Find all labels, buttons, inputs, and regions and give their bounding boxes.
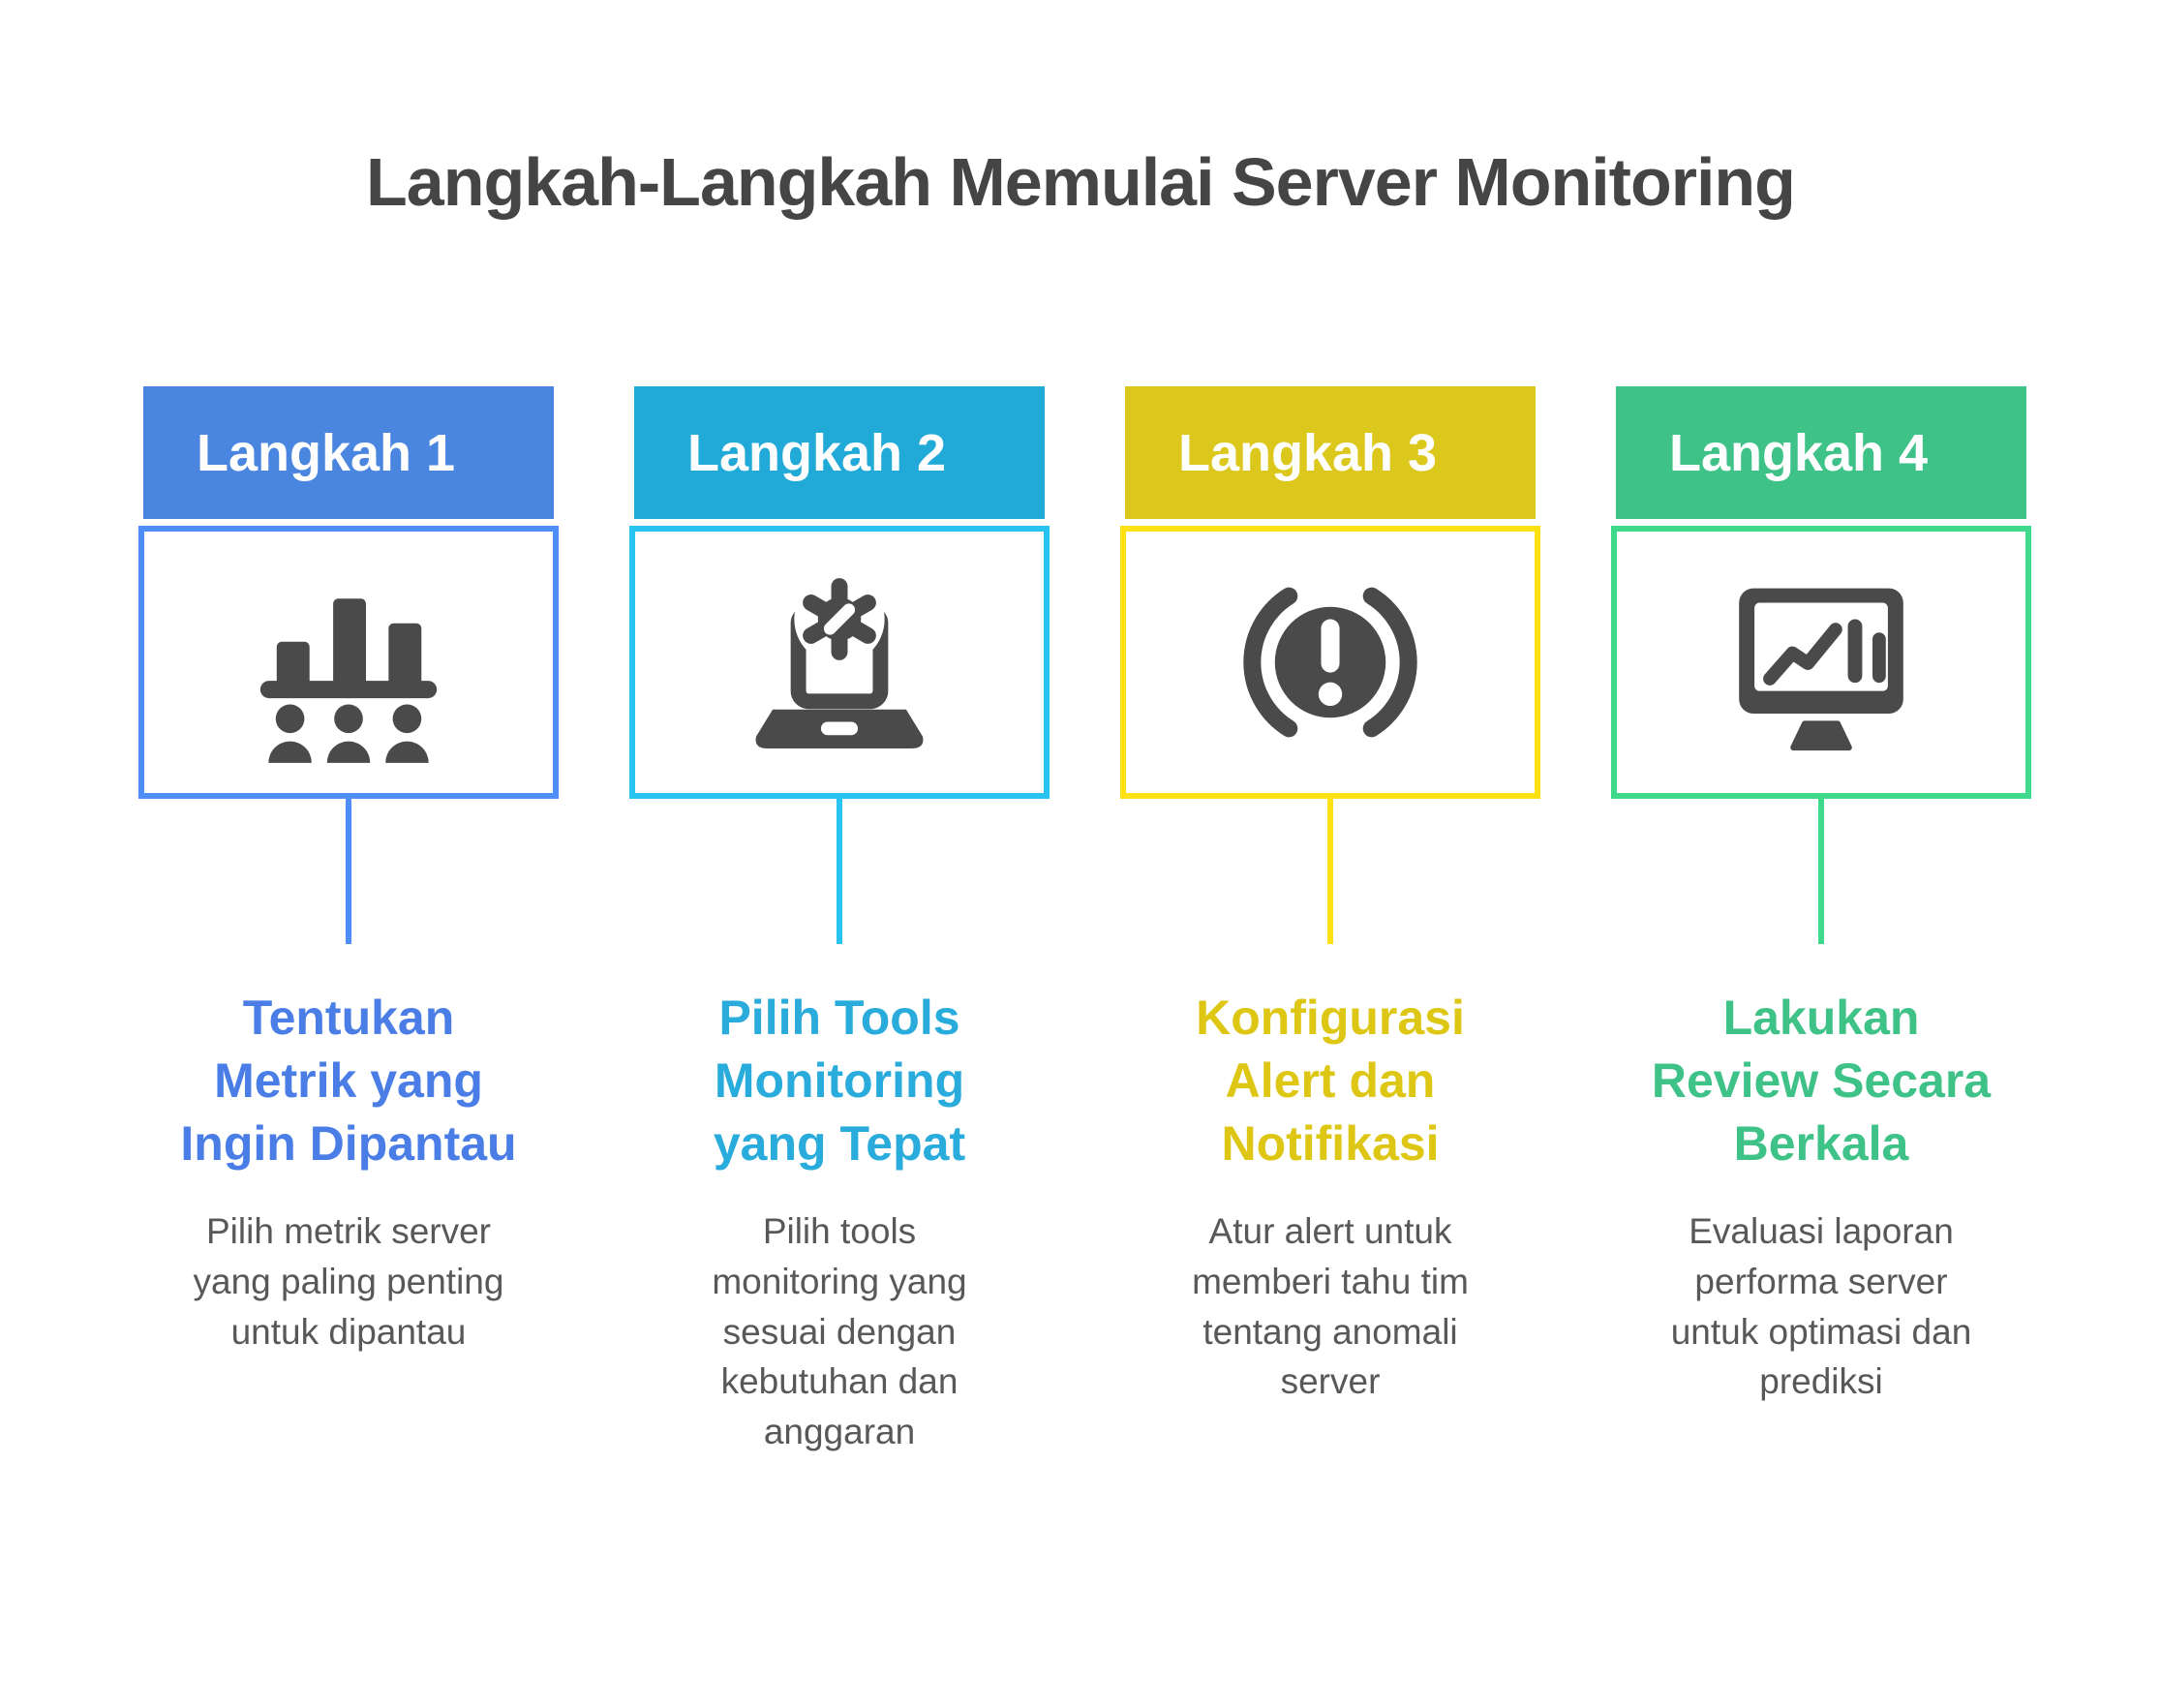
laptop-gear-icon [755, 573, 924, 749]
step-1-connector-line [346, 799, 351, 944]
step-2-heading: Pilih Tools Monitoring yang Tepat [713, 991, 966, 1171]
step-2-icon-box [629, 526, 1050, 799]
step-1-icon-box [138, 526, 559, 799]
step-4-label: Langkah 4 [1669, 423, 1929, 482]
page-title: Langkah-Langkah Memulai Server Monitorin… [366, 144, 1796, 220]
step-1-heading: Tentukan Metrik yang Ingin Dipantau [180, 991, 517, 1171]
alert-warning-icon [1243, 587, 1417, 738]
step-4-connector-line [1818, 799, 1824, 944]
step-column-1: Langkah 1 [138, 386, 559, 1457]
step-2-connector-line [837, 799, 842, 944]
step-3-header-badge: Langkah 3 [1125, 386, 1536, 519]
step-column-2: Langkah 2 Pilih T [629, 386, 1050, 1457]
step-3-heading: Konfigurasi Alert dan Notifikasi [1196, 991, 1465, 1171]
step-3-label: Langkah 3 [1178, 423, 1438, 482]
step-2-label: Langkah 2 [687, 423, 947, 482]
step-4-header-badge: Langkah 4 [1616, 386, 2026, 519]
step-column-4: Langkah 4 Lakukan Review Secara Berkala … [1611, 386, 2031, 1457]
step-3-connector-line [1327, 799, 1333, 944]
step-2-header-badge: Langkah 2 [634, 386, 1045, 519]
bar-chart-audience-icon [259, 598, 438, 763]
step-2-description: Pilih tools monitoring yang sesuai denga… [712, 1211, 967, 1452]
step-1-description: Pilih metrik server yang paling penting … [193, 1211, 504, 1352]
step-4-heading: Lakukan Review Secara Berkala [1651, 991, 1992, 1171]
step-3-description: Atur alert untuk memberi tahu tim tentan… [1192, 1211, 1469, 1402]
steps-row: Langkah 1 [138, 386, 2031, 1457]
step-3-icon-box [1120, 526, 1540, 799]
step-4-icon-box [1611, 526, 2031, 799]
step-column-3: Langkah 3 Konfigurasi Alert dan Notifika… [1120, 386, 1540, 1457]
monitor-analytics-icon [1739, 588, 1903, 751]
step-1-header-badge: Langkah 1 [143, 386, 554, 519]
step-1-label: Langkah 1 [197, 423, 456, 482]
step-4-description: Evaluasi laporan performa server untuk o… [1670, 1211, 1972, 1402]
